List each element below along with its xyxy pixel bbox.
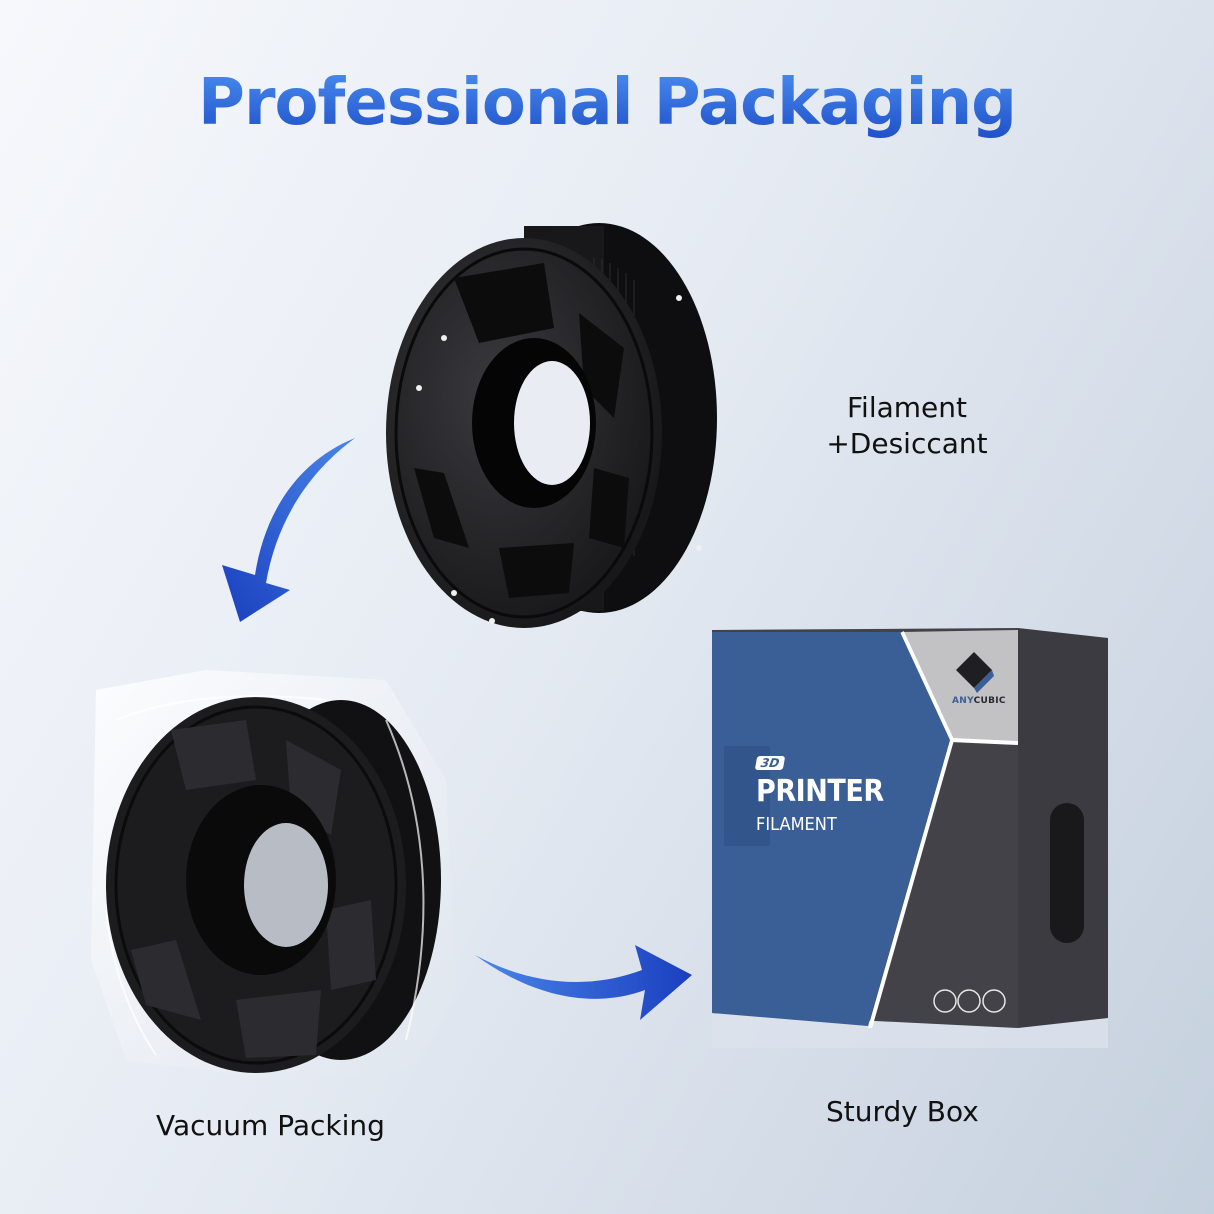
curved-arrow-down-icon: [210, 430, 360, 630]
vacuum-bag-spool-icon: [91, 670, 456, 1080]
box-subline: FILAMENT: [756, 814, 837, 835]
label-line-2: +Desiccant: [826, 427, 988, 460]
page-title: Professional Packaging: [0, 66, 1214, 140]
rohs-icon: [933, 989, 957, 1013]
brand-any: ANY: [952, 696, 974, 706]
quality-seal-icon: [957, 989, 981, 1013]
filament-spool-icon: [386, 223, 717, 628]
filament-spool-image: [384, 218, 724, 638]
product-box-icon: [712, 628, 1108, 1048]
product-box-image: ANYCUBIC 3D PRINTER FILAMENT: [712, 628, 1108, 1048]
box-headline: PRINTER: [756, 774, 884, 809]
3d-badge: 3D: [754, 756, 786, 770]
label-line-1: Filament: [846, 391, 967, 424]
recycle-icon: [982, 989, 1006, 1013]
vacuum-packed-spool-image: [86, 660, 466, 1090]
step-label-filament: Filament +Desiccant: [812, 390, 1002, 462]
brand-cubic: CUBIC: [973, 696, 1006, 706]
step-label-vacuum: Vacuum Packing: [156, 1109, 385, 1142]
step-label-box: Sturdy Box: [826, 1095, 979, 1128]
curved-arrow-right-icon: [470, 940, 700, 1040]
brand-logo-text: ANYCUBIC: [952, 696, 1006, 706]
